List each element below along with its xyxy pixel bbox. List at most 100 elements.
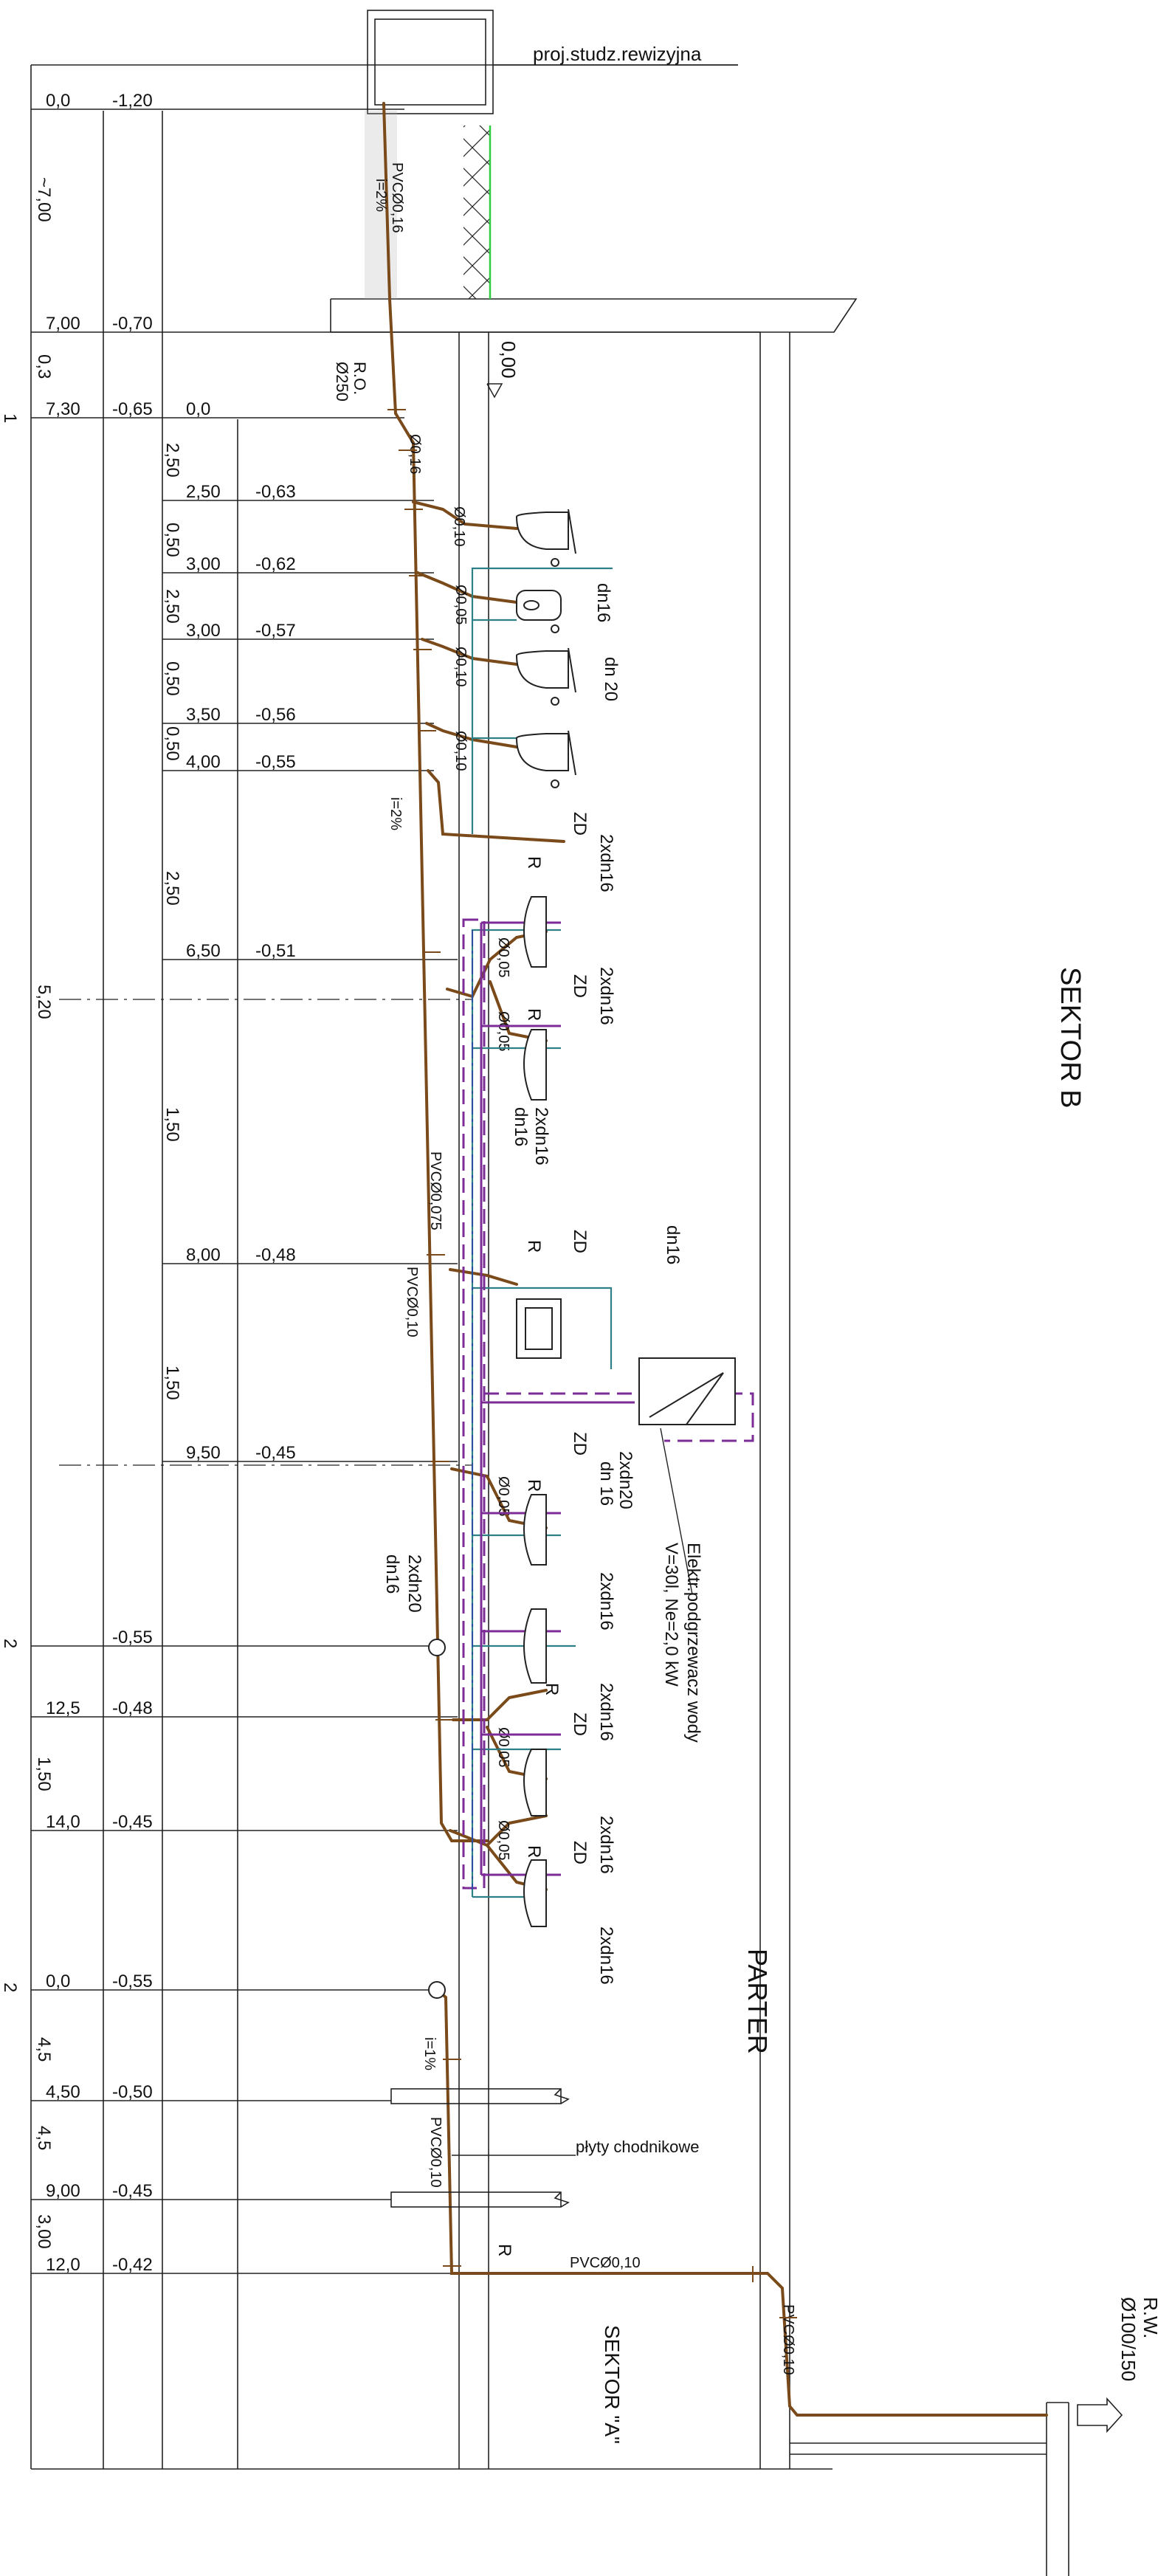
pipe-label: PVCØ0,10 (570, 2255, 641, 2271)
distance: ~7,00 (34, 177, 54, 222)
fitting-label: R (524, 1845, 544, 1858)
pipe-label: PVCØ0,10 (404, 1267, 420, 1337)
fitting-label: dn16 (382, 1554, 402, 1594)
station: 3,00 (186, 621, 221, 641)
fitting-label: 2xdn16 (531, 1107, 551, 1165)
pipe-label: Ø0,10 (452, 647, 469, 686)
wc-2 (515, 647, 576, 706)
fitting-label: R (524, 856, 544, 869)
hatch-area (463, 125, 490, 299)
level: -0,45 (255, 1443, 296, 1463)
inner-station-texts: 0,0 2,50 -0,63 3,00 -0,62 3,00 -0,57 3,5… (186, 399, 296, 1463)
heater-leader (660, 1428, 693, 1595)
hotwater-pipes (480, 921, 635, 1876)
level: -0,48 (112, 1698, 153, 1718)
pipe-label: Ø0,05 (495, 1727, 511, 1767)
station: 3,50 (186, 705, 221, 725)
distance: 1,50 (162, 1366, 182, 1400)
level: -0,42 (112, 2255, 153, 2275)
plyty-label: płyty chodnikowe (576, 2138, 700, 2156)
fitting-label: 2xdn20 (404, 1554, 424, 1613)
station: 9,50 (186, 1443, 221, 1463)
pipe-label: Ø0,05 (452, 585, 469, 624)
ro-diameter: Ø250 (333, 362, 351, 402)
station: 12,0 (46, 2255, 80, 2275)
axis-mark: 2 (0, 1983, 20, 1992)
fitting-label: 2xdn20 (616, 1451, 635, 1509)
basin-6 (523, 1859, 547, 1927)
distance: 5,20 (34, 985, 54, 1019)
station: 3,00 (186, 554, 221, 574)
basin-2 (523, 1029, 547, 1101)
sector-a-label: SEKTOR "A" (601, 2325, 624, 2444)
station: 7,00 (46, 314, 80, 334)
fitting-label: 2xdn16 (596, 1816, 616, 1874)
zero-level: 0,00 (497, 341, 520, 379)
fitting-label: dn 16 (596, 1461, 616, 1506)
station: 4,50 (46, 2082, 80, 2102)
fitting-label: ZD (570, 1841, 590, 1864)
water-heater (638, 1357, 736, 1425)
left-station-texts: 0,0 -1,20 7,00 -0,70 7,30 -0,65 -0,55 12… (46, 91, 153, 2275)
fitting-labels: dn16 dn 20 ZD R 2xdn16 ZD R 2xdn16 2xdn1… (382, 583, 683, 2256)
station: 12,5 (46, 1698, 80, 1718)
wc-3 (515, 730, 576, 788)
fitting-label: ZD (570, 812, 590, 836)
distance: 0,50 (162, 726, 182, 761)
fitting-label: R (524, 1479, 544, 1492)
pipe-label: Ø0,05 (495, 1820, 511, 1860)
level: -0,55 (112, 1628, 153, 1647)
distance: 0,3 (34, 354, 54, 379)
distance: 0,50 (162, 523, 182, 557)
level: -0,65 (112, 399, 153, 419)
fitting-label: 2xdn16 (596, 1926, 616, 1985)
zero-level-mark (486, 383, 503, 399)
heater-label-2: V=30l, Ne=2,0 kW (661, 1543, 681, 1687)
station: 9,00 (46, 2181, 80, 2201)
inner-distances: 2,50 0,50 2,50 0,50 0,50 2,50 1,50 1,50 (162, 443, 182, 1400)
pipe-label: i=2% (373, 179, 389, 212)
station: 0,0 (186, 399, 210, 419)
axis-mark: 1 (0, 413, 20, 423)
distance: 4,5 (34, 2126, 54, 2150)
pipe-label: PVCØ0,10 (427, 2117, 444, 2188)
axis-mark: 2 (0, 1639, 20, 1648)
fitting-label: 2xdn16 (596, 1572, 616, 1630)
axis-marks: 1 2 2 (0, 413, 20, 1992)
wc-1 (515, 509, 576, 567)
sector-b-label: SEKTOR B (1055, 967, 1086, 1108)
basin-4 (523, 1608, 547, 1684)
level: -0,51 (255, 941, 296, 961)
level: -0,57 (255, 621, 296, 641)
station-lines (31, 109, 458, 2274)
pipe-label: PVCØ0,16 (389, 162, 405, 233)
wc-fixtures (515, 509, 576, 788)
fitting-label: ZD (570, 1432, 590, 1456)
level: -0,62 (255, 554, 296, 574)
basin-5 (523, 1749, 547, 1816)
basin-fixtures (516, 896, 562, 1927)
trench-stipple (365, 111, 397, 299)
heater-label-1: Elektr.podgrzewacz wody (683, 1543, 703, 1743)
fitting-label: 2xdn16 (596, 1683, 616, 1741)
level: -0,45 (112, 2181, 153, 2201)
rw-label: R.W. (1140, 2297, 1162, 2338)
distance: 4,5 (34, 2037, 54, 2062)
pipe-label: Ø0,16 (407, 434, 423, 474)
manhole (367, 10, 738, 114)
pipe-label: Ø0,05 (495, 1476, 511, 1516)
fitting-label: ZD (570, 1712, 590, 1736)
station: 4,00 (186, 752, 221, 772)
pipe-label: i=2% (387, 797, 404, 830)
fitting-label: ZD (570, 1230, 590, 1253)
pipe-label: Ø0,10 (451, 506, 467, 546)
left-distances: ~7,00 0,3 5,20 1,50 4,5 4,5 3,00 (34, 177, 54, 2249)
distance: 2,50 (162, 589, 182, 624)
fitting-label: R (542, 1683, 562, 1695)
rw-diameter: Ø100/150 (1117, 2297, 1140, 2381)
distance: 1,50 (162, 1107, 182, 1142)
level: -0,70 (112, 314, 153, 334)
level: -0,50 (112, 2082, 153, 2102)
station: 0,0 (46, 1971, 70, 1991)
paving-slabs (390, 2088, 576, 2208)
